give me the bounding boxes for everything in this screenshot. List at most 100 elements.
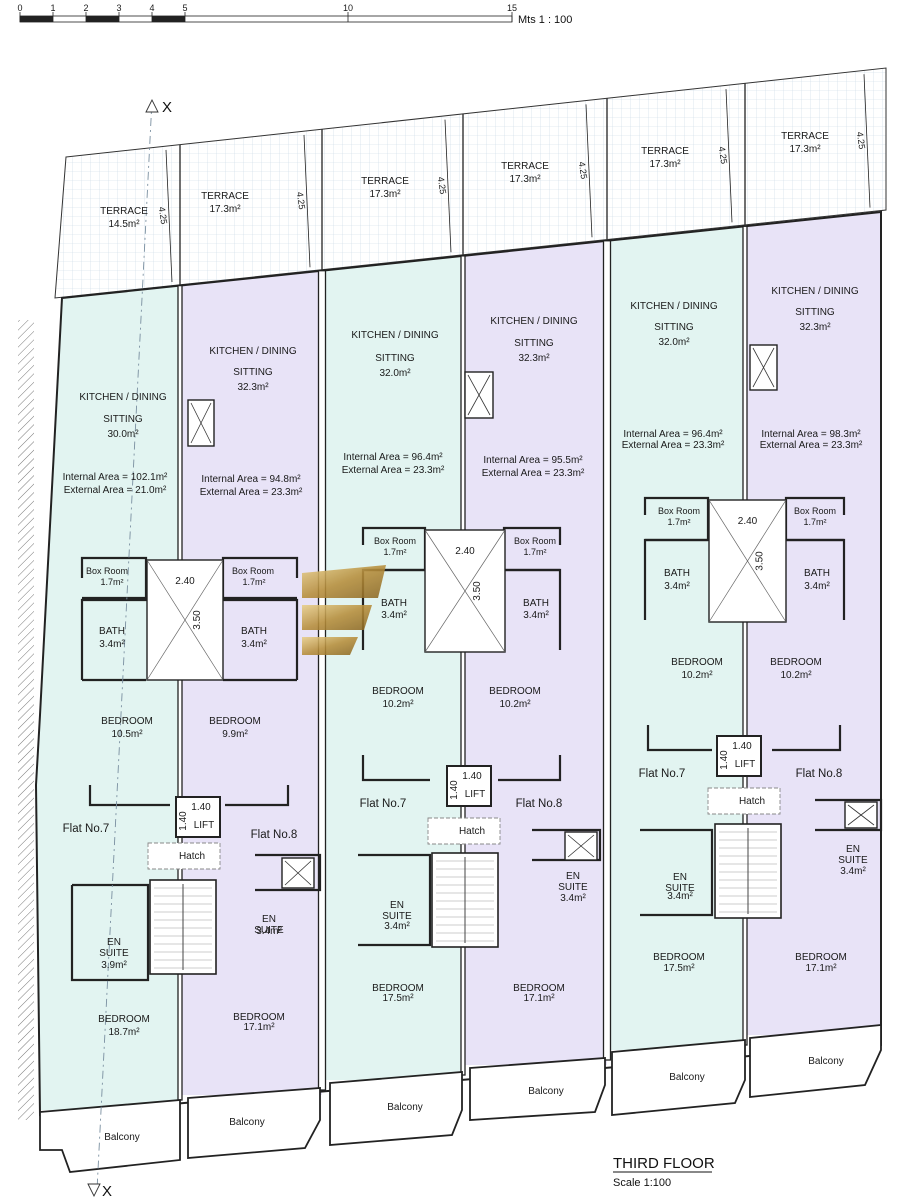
box-room-label: Box Room [514,536,556,546]
bath-label: BATH [99,626,125,637]
room-wall [772,725,842,752]
flat-number: Flat No.8 [796,768,843,780]
flat-number: Flat No.8 [251,829,298,841]
flat-number: Flat No.7 [63,823,110,835]
logo-bar-bottom [302,637,358,655]
section-arrow-top-icon [145,98,159,113]
hatch-area [427,817,501,845]
bath-label: BATH [241,626,267,637]
scale-segment-fill [152,16,185,22]
bath-area: 3.4m² [664,581,690,592]
terrace-dim-label: 4.25 [436,176,448,195]
external-area: External Area = 23.3m² [760,440,863,451]
party-wall [177,284,183,1101]
flat-7-east-area [607,226,745,1050]
lift-shaft [446,765,492,807]
shaft-cross [752,347,775,388]
void-depth-dim: 3.50 [755,551,766,571]
balcony-area [611,1039,746,1116]
box-room-label: Box Room [374,536,416,546]
ensuite-area: 3.4m² [256,926,282,937]
hatch-area [707,787,781,815]
hatch-label: Hatch [459,826,485,837]
internal-area: Internal Area = 96.4m² [343,452,443,463]
balcony-area [749,1024,882,1098]
logo-bar-mid [302,605,372,630]
hatch-area [147,842,221,870]
shaft-cross [284,860,312,886]
external-area: External Area = 23.3m² [200,487,303,498]
scale-tick-label: 5 [182,3,187,13]
hatch-label: Hatch [179,851,205,862]
box-room-area: 1.7m² [667,517,690,527]
ensuite-label: SUITE [558,882,588,893]
terrace-dim-line [863,74,871,208]
terrace-label: TERRACE [501,161,549,172]
lift-depth-dim: 1.40 [449,780,460,800]
section-line-dash [96,99,153,1191]
title-block: THIRD FLOOR Scale 1:100 [613,1155,715,1189]
bedroom-area: 17.1m² [805,963,837,974]
lift-label: LIFT [194,820,215,831]
flat-number: Flat No.8 [516,798,563,810]
building: 2.403.50LIFT1.401.40Hatch2.403.50LIFT1.4… [18,210,883,1173]
bedroom-label: BEDROOM [233,1012,285,1023]
bath-area: 3.4m² [804,581,830,592]
interior-walls [70,225,883,1101]
bedroom-label: BEDROOM [101,716,153,727]
stair-lift-cores: 2.403.50LIFT1.401.40Hatch2.403.50LIFT1.4… [146,499,787,975]
box-room-label: Box Room [794,506,836,516]
void-width-dim: 2.40 [738,516,758,527]
lift-width-dim: 1.40 [462,771,482,782]
room-wall [498,755,562,782]
terrace-dim-label: 4.25 [855,131,867,150]
ensuite-label: EN [262,914,276,925]
balcony-label: Balcony [669,1072,705,1083]
sitting-label: SITTING [795,307,835,318]
flat-7-west-area [36,286,180,1110]
bedroom-area: 10.2m² [681,670,713,681]
sitting-area: 32.0m² [379,368,411,379]
terrace-area: 17.3m² [209,204,241,215]
bedroom-area: 17.1m² [523,993,555,1004]
bedroom-label: BEDROOM [671,657,723,668]
ensuite-label: SUITE [838,855,868,866]
sitting-label: SITTING [514,338,554,349]
balcony-label: Balcony [229,1117,265,1128]
bedroom-label: BEDROOM [372,983,424,994]
kitchen-dining-label: KITCHEN / DINING [209,346,296,357]
section-marker-bottom: X [102,1183,112,1200]
internal-area: Internal Area = 96.4m² [623,429,723,440]
section-line: X X [87,98,172,1200]
room-labels: TERRACE14.5m²TERRACE17.3m²TERRACE17.3m²T… [63,131,868,1038]
scale-tick-label: 3 [116,3,121,13]
sitting-area: 32.0m² [658,337,690,348]
watermark-logo [302,565,386,655]
balcony-area [39,1099,181,1173]
terrace-area: 14.5m² [108,219,140,230]
sitting-label: SITTING [103,414,143,425]
box-room-area: 1.7m² [100,577,123,587]
hatch-label: Hatch [739,796,765,807]
box-room-area: 1.7m² [242,577,265,587]
lift-depth-dim: 1.40 [719,750,730,770]
terrace-dim-label: 4.25 [157,206,169,225]
bath-label: BATH [664,568,690,579]
drawing-title: THIRD FLOOR [613,1155,715,1172]
lift-shaft [716,735,762,777]
room-wall [646,725,712,752]
ensuite-label: SUITE [665,883,695,894]
kitchen-dining-label: KITCHEN / DINING [630,301,717,312]
ensuite-label: EN [390,900,404,911]
bedroom-area: 17.5m² [382,993,414,1004]
bedroom-label: BEDROOM [209,716,261,727]
internal-area: Internal Area = 95.5m² [483,455,583,466]
balcony-area [469,1057,606,1121]
ensuite-label: EN [846,844,860,855]
bedroom-area: 10.5m² [111,729,143,740]
kitchen-dining-label: KITCHEN / DINING [490,316,577,327]
terrace-label: TERRACE [781,131,829,142]
void-cross [146,559,224,681]
